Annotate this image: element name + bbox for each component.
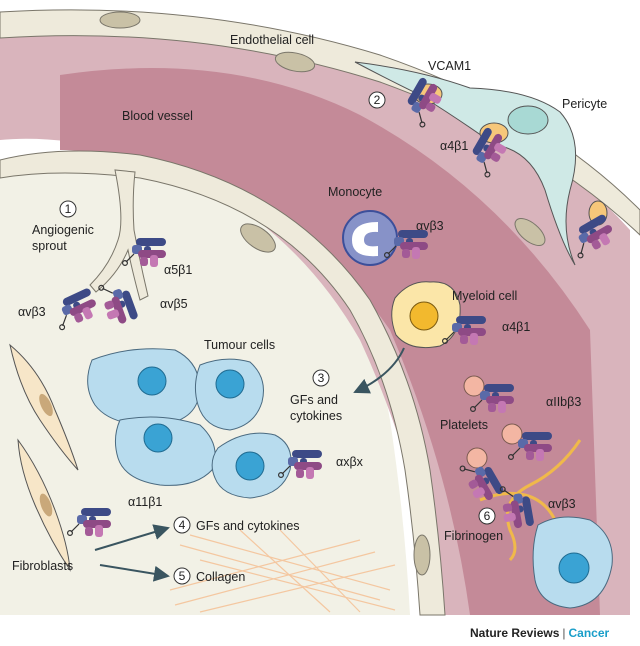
fibrinogen-strand (479, 491, 557, 521)
endothelial-nucleus (240, 223, 276, 253)
fibroblast-nucleus (39, 393, 53, 417)
endothelial-nucleus (413, 534, 431, 576)
label-a5b1: α5β1 (164, 263, 192, 277)
step-marker-2: 2 (368, 91, 386, 109)
endothelial-nucleus (514, 218, 546, 246)
label-sprout: sprout (32, 239, 67, 253)
label-avb3-sprout: αvβ3 (18, 305, 46, 319)
vessel-lumen (60, 68, 600, 616)
svg-text:1: 1 (65, 202, 72, 216)
label-fibrinogen: Fibrinogen (444, 529, 503, 543)
journal-section: Cancer (568, 626, 610, 640)
pericyte-nucleus (507, 105, 549, 135)
tumour-nucleus (137, 366, 167, 396)
label-collagen: Collagen (196, 570, 245, 584)
label-vcam1: VCAM1 (428, 59, 471, 73)
platelet (466, 447, 488, 469)
tumour-nucleus (235, 451, 265, 481)
monocyte-nucleus (352, 222, 378, 257)
tumour-cell (114, 416, 216, 486)
step-marker-4: 4 (173, 516, 191, 534)
tumour-nucleus (558, 552, 590, 584)
label-a4b1-myeloid: α4β1 (502, 320, 530, 334)
angiogenic-sprout (89, 169, 149, 301)
label-gfs-line1: GFs and (290, 393, 338, 407)
platelet (501, 423, 523, 445)
fibroblast-nucleus (39, 493, 53, 517)
label-blood-vessel: Blood vessel (122, 109, 193, 123)
endothelial-nucleus (274, 51, 316, 73)
arrow-fibroblast-to-collagen (99, 564, 170, 582)
svg-text:4: 4 (179, 518, 186, 532)
label-avb3-monocyte: αvβ3 (416, 219, 444, 233)
step-marker-6: 6 (478, 507, 496, 525)
label-endothelial-cell: Endothelial cell (230, 33, 314, 47)
label-pericyte: Pericyte (562, 97, 607, 111)
journal-credit: Nature Reviews|Cancer (470, 626, 609, 640)
tumour-nucleus (215, 369, 245, 399)
label-monocyte: Monocyte (328, 185, 382, 199)
endothelial-nucleus (99, 11, 141, 29)
label-axbx: αxβx (336, 455, 364, 469)
myeloid-nucleus (409, 301, 439, 331)
journal-name: Nature Reviews (470, 626, 560, 640)
svg-text:6: 6 (484, 509, 491, 523)
label-gfs-line2: cytokines (290, 409, 342, 423)
label-avb3-platelet: αvβ3 (548, 497, 576, 511)
credit-separator: | (562, 626, 566, 640)
step-marker-3: 3 (312, 369, 330, 387)
label-a4b1-top: α4β1 (440, 139, 468, 153)
arrow-fibroblast-to-gfs (94, 524, 170, 551)
label-myeloid-cell: Myeloid cell (452, 289, 517, 303)
label-aiibb3: αIIbβ3 (546, 395, 581, 409)
step-marker-5: 5 (173, 567, 191, 585)
fibrinogen-strand (506, 439, 582, 562)
label-angiogenic: Angiogenic (32, 223, 94, 237)
label-platelets: Platelets (440, 418, 488, 432)
svg-text:5: 5 (179, 569, 186, 583)
step-marker-1: 1 (59, 200, 77, 218)
label-fibroblasts: Fibroblasts (12, 559, 73, 573)
collagen-fibres (169, 529, 396, 613)
svg-text:2: 2 (374, 93, 381, 107)
arrow-myeloid-to-gfs (353, 347, 405, 394)
tumour-nucleus (143, 423, 173, 453)
platelet (463, 375, 485, 397)
label-tumour-cells: Tumour cells (204, 338, 275, 352)
label-a11b1: α11β1 (128, 495, 162, 509)
label-gfs-fibroblast: GFs and cytokines (196, 519, 300, 533)
endothelium-inner (0, 150, 446, 616)
svg-text:3: 3 (318, 371, 325, 385)
label-avb5: αvβ5 (160, 297, 188, 311)
